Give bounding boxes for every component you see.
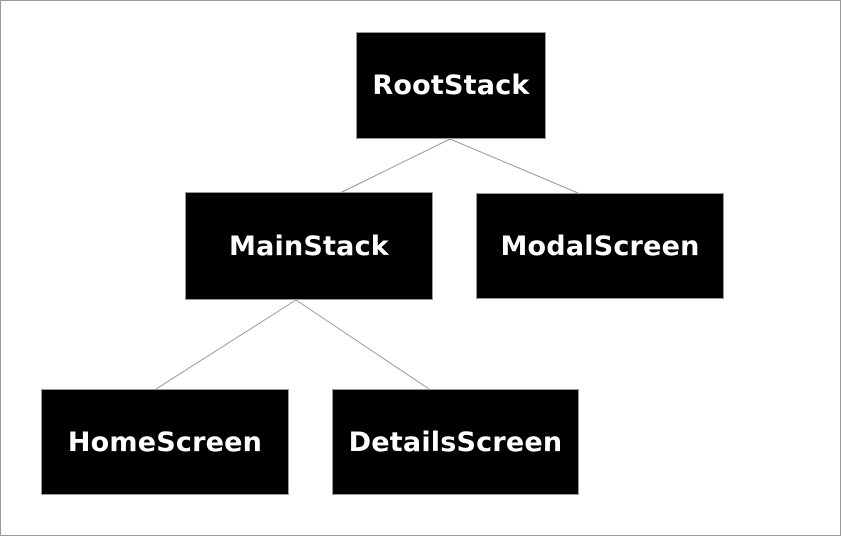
node-mainstack-label: MainStack xyxy=(229,230,389,262)
node-detailsscreen: DetailsScreen xyxy=(332,389,579,495)
edge-mainstack-detailsscreen xyxy=(295,299,430,390)
node-detailsscreen-label: DetailsScreen xyxy=(348,426,563,458)
node-rootstack: RootStack xyxy=(356,32,546,139)
edge-mainstack-homescreen xyxy=(155,299,297,390)
edge-rootstack-modalscreen xyxy=(449,138,579,194)
node-rootstack-label: RootStack xyxy=(372,70,530,101)
node-mainstack: MainStack xyxy=(185,192,433,300)
node-homescreen: HomeScreen xyxy=(41,389,289,495)
node-homescreen-label: HomeScreen xyxy=(67,426,263,458)
node-modalscreen-label: ModalScreen xyxy=(500,230,700,262)
edge-rootstack-mainstack xyxy=(339,138,451,194)
node-modalscreen: ModalScreen xyxy=(476,193,724,299)
